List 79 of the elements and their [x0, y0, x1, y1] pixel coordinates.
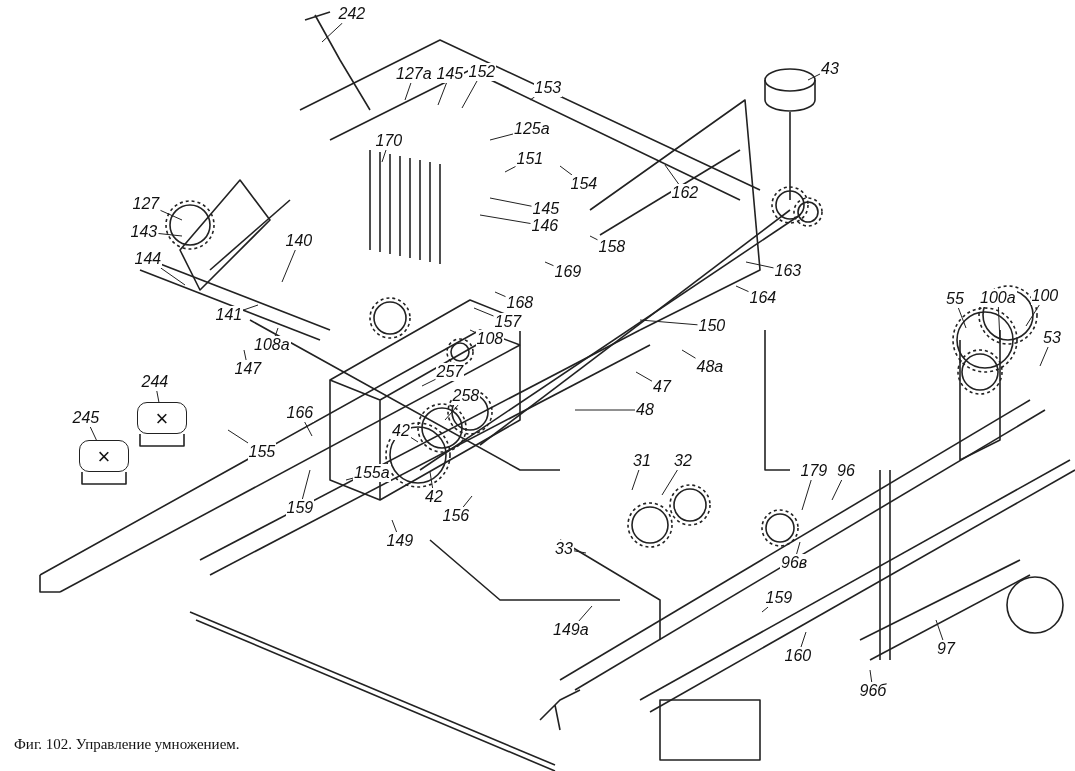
leader-line — [957, 307, 967, 329]
callout-number: 155 — [247, 443, 277, 461]
leader-line — [664, 164, 680, 185]
leader-line — [831, 479, 843, 501]
callout-number: 166 — [285, 404, 315, 422]
leader-line — [391, 519, 398, 533]
leader-line — [429, 471, 434, 489]
leader-line — [301, 469, 311, 500]
leader-line — [410, 437, 419, 443]
leader-line — [869, 669, 873, 683]
callout-number: 257 — [435, 363, 465, 381]
leader-line — [635, 371, 653, 382]
leader-line — [274, 327, 279, 337]
leader-line — [345, 477, 354, 481]
leader-line — [473, 307, 494, 317]
leader-line — [578, 605, 593, 622]
leader-line — [156, 390, 160, 403]
leader-line — [469, 329, 476, 333]
callout-number: 157 — [493, 313, 523, 331]
leader-line — [462, 495, 473, 508]
leader-line — [559, 165, 573, 176]
callout-number: 144 — [133, 250, 163, 268]
leader-line — [421, 378, 436, 387]
leader-line — [444, 404, 459, 421]
leader-line — [631, 469, 640, 491]
leader-line — [796, 541, 801, 555]
leader-line — [681, 349, 696, 359]
leader-line — [160, 267, 186, 286]
leader-line — [589, 235, 598, 241]
callout-number: 155а — [353, 464, 391, 482]
leader-line — [437, 82, 447, 106]
callout-number: 152 — [467, 63, 497, 81]
figure-caption: Фиг. 102. Управление умножением. — [14, 736, 240, 753]
leader-line — [997, 306, 1001, 343]
leader-line — [489, 133, 514, 141]
callout-number: 100 — [1030, 287, 1060, 305]
callout-number: 242 — [337, 5, 367, 23]
callout-number: 42 — [391, 422, 411, 440]
leader-line — [461, 80, 478, 109]
callout-number: 96в — [780, 554, 809, 572]
leader-line — [801, 479, 812, 511]
callout-number: 153 — [533, 79, 563, 97]
key-button: × — [137, 402, 187, 434]
callout-number: 159 — [764, 589, 794, 607]
callout-number: 258 — [451, 387, 481, 405]
callout-number: 159 — [285, 499, 315, 517]
leader-line — [89, 426, 97, 441]
leader-line — [529, 96, 535, 101]
leader-line — [227, 429, 249, 444]
leader-line — [1039, 346, 1049, 367]
callout-number: 100а — [979, 289, 1017, 307]
leader-line — [573, 550, 587, 554]
leader-line — [494, 291, 506, 298]
leader-line — [574, 409, 636, 411]
leader-line — [321, 22, 343, 43]
leader-line — [544, 261, 554, 267]
leader-line — [158, 233, 183, 237]
leader-line — [1025, 304, 1040, 327]
leader-line — [745, 261, 774, 269]
leader-line — [479, 214, 531, 224]
key-button: × — [79, 440, 129, 472]
leader-line — [404, 82, 412, 101]
callout-number: 108 — [475, 330, 505, 348]
leader-line — [800, 631, 807, 648]
leader-line — [735, 285, 749, 293]
leader-line — [160, 209, 183, 221]
leader-line — [243, 349, 247, 361]
leader-line — [761, 606, 769, 613]
leader-line — [807, 73, 821, 81]
leader-line — [935, 619, 944, 641]
leader-line — [489, 197, 532, 207]
leader-line — [661, 469, 678, 496]
leader-line — [381, 149, 387, 163]
leader-line — [243, 304, 259, 311]
leader-line — [304, 421, 313, 437]
leader-line — [639, 319, 698, 326]
leader-line — [504, 166, 516, 173]
callout-number: 145 — [435, 65, 465, 83]
leader-line — [281, 249, 296, 283]
